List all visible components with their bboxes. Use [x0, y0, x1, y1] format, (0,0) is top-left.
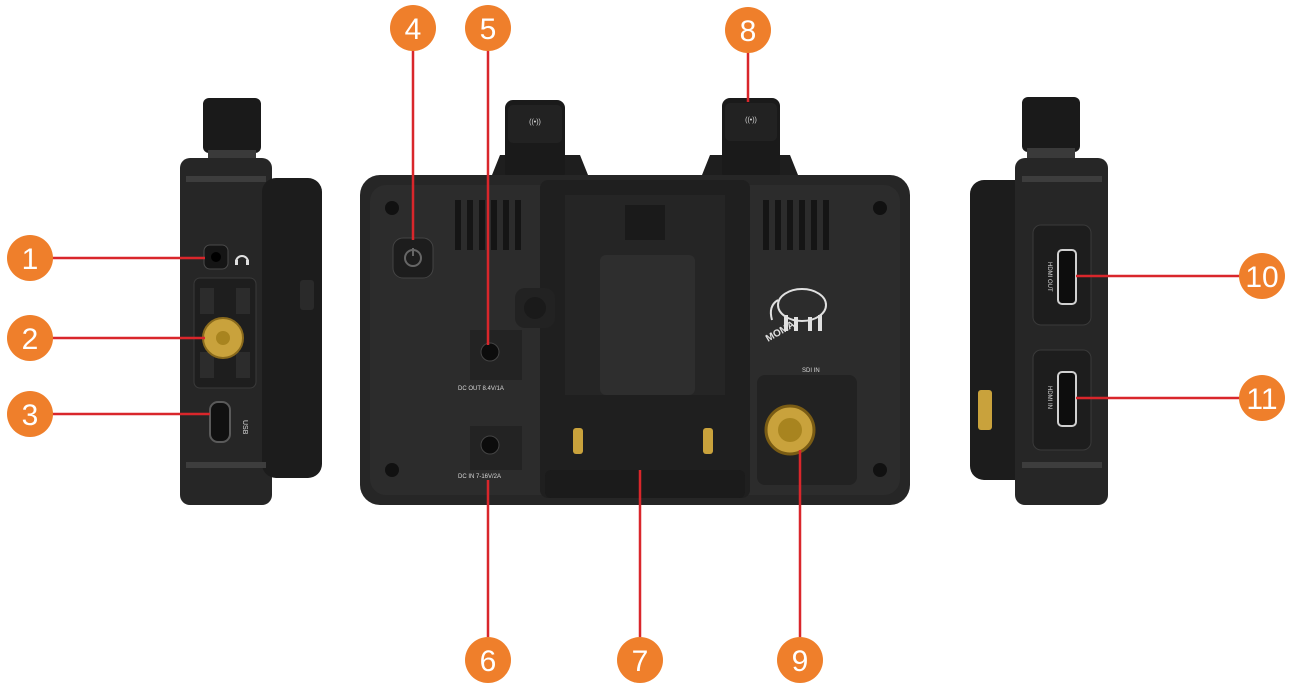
svg-text:6: 6 [480, 645, 497, 678]
right-side-view: HDMI OUT HDMI IN [970, 97, 1108, 505]
vent-left [455, 200, 521, 250]
hdmi-in-port [1057, 371, 1077, 427]
svg-text:2: 2 [22, 323, 39, 356]
svg-text:11: 11 [1246, 383, 1277, 416]
usb-label: USB [241, 420, 248, 435]
callout-2: 2 [7, 315, 53, 361]
svg-text:3: 3 [22, 399, 39, 432]
svg-text:4: 4 [405, 13, 422, 46]
svg-text:1: 1 [22, 243, 39, 276]
antenna-right: ((•)) [700, 98, 800, 180]
headphone-icon [235, 255, 249, 265]
vent-right [763, 200, 829, 250]
callout-5: 5 [465, 5, 511, 51]
callout-3: 3 [7, 391, 53, 437]
svg-text:8: 8 [740, 15, 757, 48]
callout-10: 10 [1239, 253, 1285, 299]
rear-view: ((•)) ((•)) [360, 98, 910, 505]
dc-out-port [480, 342, 500, 362]
power-button-icon [404, 248, 422, 267]
antenna-left: ((•)) [490, 100, 590, 180]
mammoth-logo-icon [769, 288, 827, 331]
hdmi-out-port [1057, 249, 1077, 305]
callouts: 1 2 3 4 5 6 7 8 9 10 11 [7, 5, 1285, 683]
callout-8: 8 [725, 7, 771, 53]
right-antenna-knob [1022, 97, 1080, 152]
svg-text:7: 7 [632, 645, 649, 678]
callout-11: 11 [1239, 375, 1285, 421]
callout-7: 7 [617, 637, 663, 683]
antenna-symbol-icon: ((•)) [745, 117, 757, 124]
dc-out-label: DC OUT 8.4V/1A [458, 386, 504, 392]
callout-4: 4 [390, 5, 436, 51]
svg-text:10: 10 [1245, 261, 1278, 294]
callout-6: 6 [465, 637, 511, 683]
callout-9: 9 [777, 637, 823, 683]
left-side-view: USB [180, 98, 322, 505]
hdmi-out-label: HDMI OUT [1046, 262, 1052, 292]
svg-text:5: 5 [480, 13, 497, 46]
dc-in-port [480, 435, 500, 455]
leader-lines [52, 50, 1240, 637]
power-button [392, 237, 434, 279]
left-antenna-knob [203, 98, 261, 153]
hdmi-in-label: HDMI IN [1046, 386, 1052, 409]
dc-in-label: DC IN 7-16V/2A [458, 474, 501, 480]
usb-port [209, 401, 231, 443]
callout-1: 1 [7, 235, 53, 281]
svg-text:9: 9 [792, 645, 809, 678]
sdi-in-label: SDI IN [802, 368, 820, 374]
antenna-symbol-icon: ((•)) [529, 119, 541, 126]
battery-plate [540, 180, 750, 498]
right-side-body [1015, 158, 1108, 505]
